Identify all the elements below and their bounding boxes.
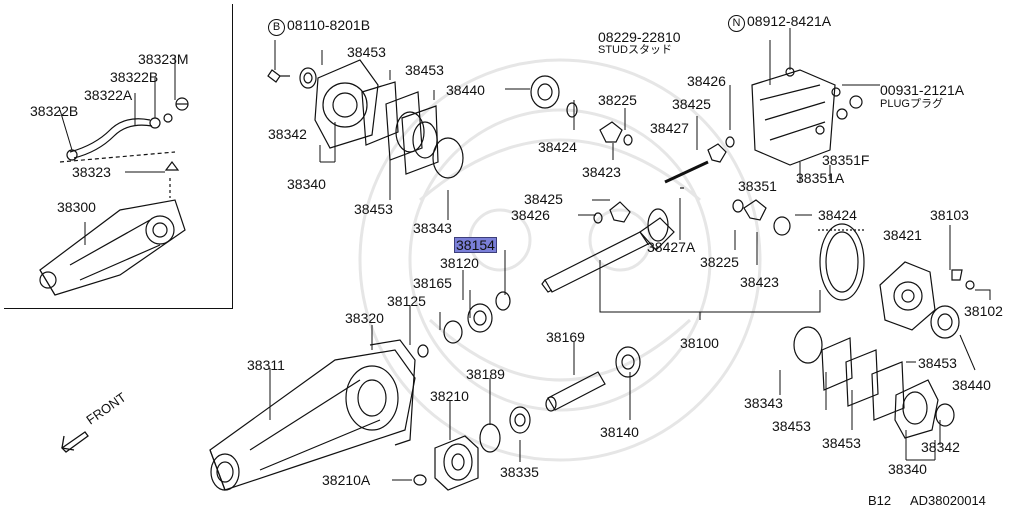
callout-38335[interactable]: 38335 [500,464,539,480]
callout-38343[interactable]: 38343 [744,395,783,411]
callout-38210[interactable]: 38210 [430,388,469,404]
callout-38427a[interactable]: 38427A [647,239,696,255]
callout-38426[interactable]: 38426 [511,207,550,223]
drive-pinion-shaft [541,208,675,293]
diff-case-38421 [879,261,975,339]
callout-38140[interactable]: 38140 [600,424,639,440]
inset-diff-case-38300 [39,199,186,296]
callout-38120[interactable]: 38120 [440,255,479,271]
diff-side-gears [530,75,791,236]
callout-38453[interactable]: 38453 [405,62,444,78]
callout-38453[interactable]: 38453 [822,435,861,451]
callout-38100[interactable]: 38100 [680,335,719,351]
callout-38154-highlighted[interactable]: 38154 [454,237,497,253]
inset-frame [4,4,233,309]
b-prefix-icon: B [268,19,285,36]
leader-lines [59,28,991,481]
callout-38453[interactable]: 38453 [772,418,811,434]
drawing-code: AD38020014 [910,493,986,508]
callout-38103[interactable]: 38103 [930,207,969,223]
callout-38340[interactable]: 38340 [888,461,927,477]
callout-38125[interactable]: 38125 [387,293,426,309]
callout-38351f[interactable]: 38351F [822,152,870,168]
side-bearing-retainer-left [267,59,379,149]
callout-38169[interactable]: 38169 [546,329,585,345]
callout-38322b[interactable]: 38322B [110,69,159,85]
front-arrow-icon [60,431,89,453]
callout-38425[interactable]: 38425 [672,96,711,112]
callout-38323m[interactable]: 38323M [138,51,189,67]
n-prefix-icon: N [728,15,745,32]
callout-38300[interactable]: 38300 [57,199,96,215]
plug-note: PLUGプラグ [880,98,943,110]
callout-38424[interactable]: 38424 [538,139,577,155]
callout-38322b[interactable]: 38322B [30,103,79,119]
diff-carrier-housing-38311 [209,339,416,491]
callout-38342[interactable]: 38342 [921,439,960,455]
callout-38423[interactable]: 38423 [582,164,621,180]
callout-38102[interactable]: 38102 [964,303,1003,319]
callout-38425[interactable]: 38425 [524,191,563,207]
callout-38426[interactable]: 38426 [687,73,726,89]
callout-38342[interactable]: 38342 [268,126,307,142]
spacer-38169 [545,346,641,412]
callout-38340[interactable]: 38340 [287,176,326,192]
callout-00931-2121a[interactable]: 00931-2121A [880,82,965,98]
rear-cover-38351 [751,67,863,166]
callout-38225[interactable]: 38225 [700,254,739,270]
callout-38311[interactable]: 38311 [247,357,285,373]
callout-38351a[interactable]: 38351A [796,170,845,186]
callout-38320[interactable]: 38320 [345,310,384,326]
callout-38427[interactable]: 38427 [650,120,689,136]
callout-38440[interactable]: 38440 [952,377,991,393]
callout-38225[interactable]: 38225 [598,92,637,108]
callout-38351[interactable]: 38351 [738,178,777,194]
callout-38424[interactable]: 38424 [818,207,857,223]
callout-38453[interactable]: 38453 [354,201,393,217]
callout-38453[interactable]: 38453 [347,44,386,60]
callout-08229-22810[interactable]: 08229-22810 [598,29,681,45]
ring-gear-38100 [818,223,866,301]
page-code: B12 [868,493,892,508]
callout-38423[interactable]: 38423 [740,274,779,290]
callout-38343[interactable]: 38343 [413,220,452,236]
stud-note: STUDスタッド [598,44,672,56]
side-retainer-right [793,326,955,439]
callout-38322a[interactable]: 38322A [84,87,133,103]
callout-38323[interactable]: 38323 [72,164,111,180]
callout-38421[interactable]: 38421 [883,227,922,243]
background-emblem-watermark [358,58,762,462]
bearing-collar-group [417,291,511,358]
callout-38440[interactable]: 38440 [446,82,485,98]
callout-38165[interactable]: 38165 [413,275,452,291]
shims-38453-upper [361,81,464,179]
callout-38189[interactable]: 38189 [466,366,505,382]
callout-38210a[interactable]: 38210A [322,472,371,488]
callout-38453[interactable]: 38453 [918,355,957,371]
